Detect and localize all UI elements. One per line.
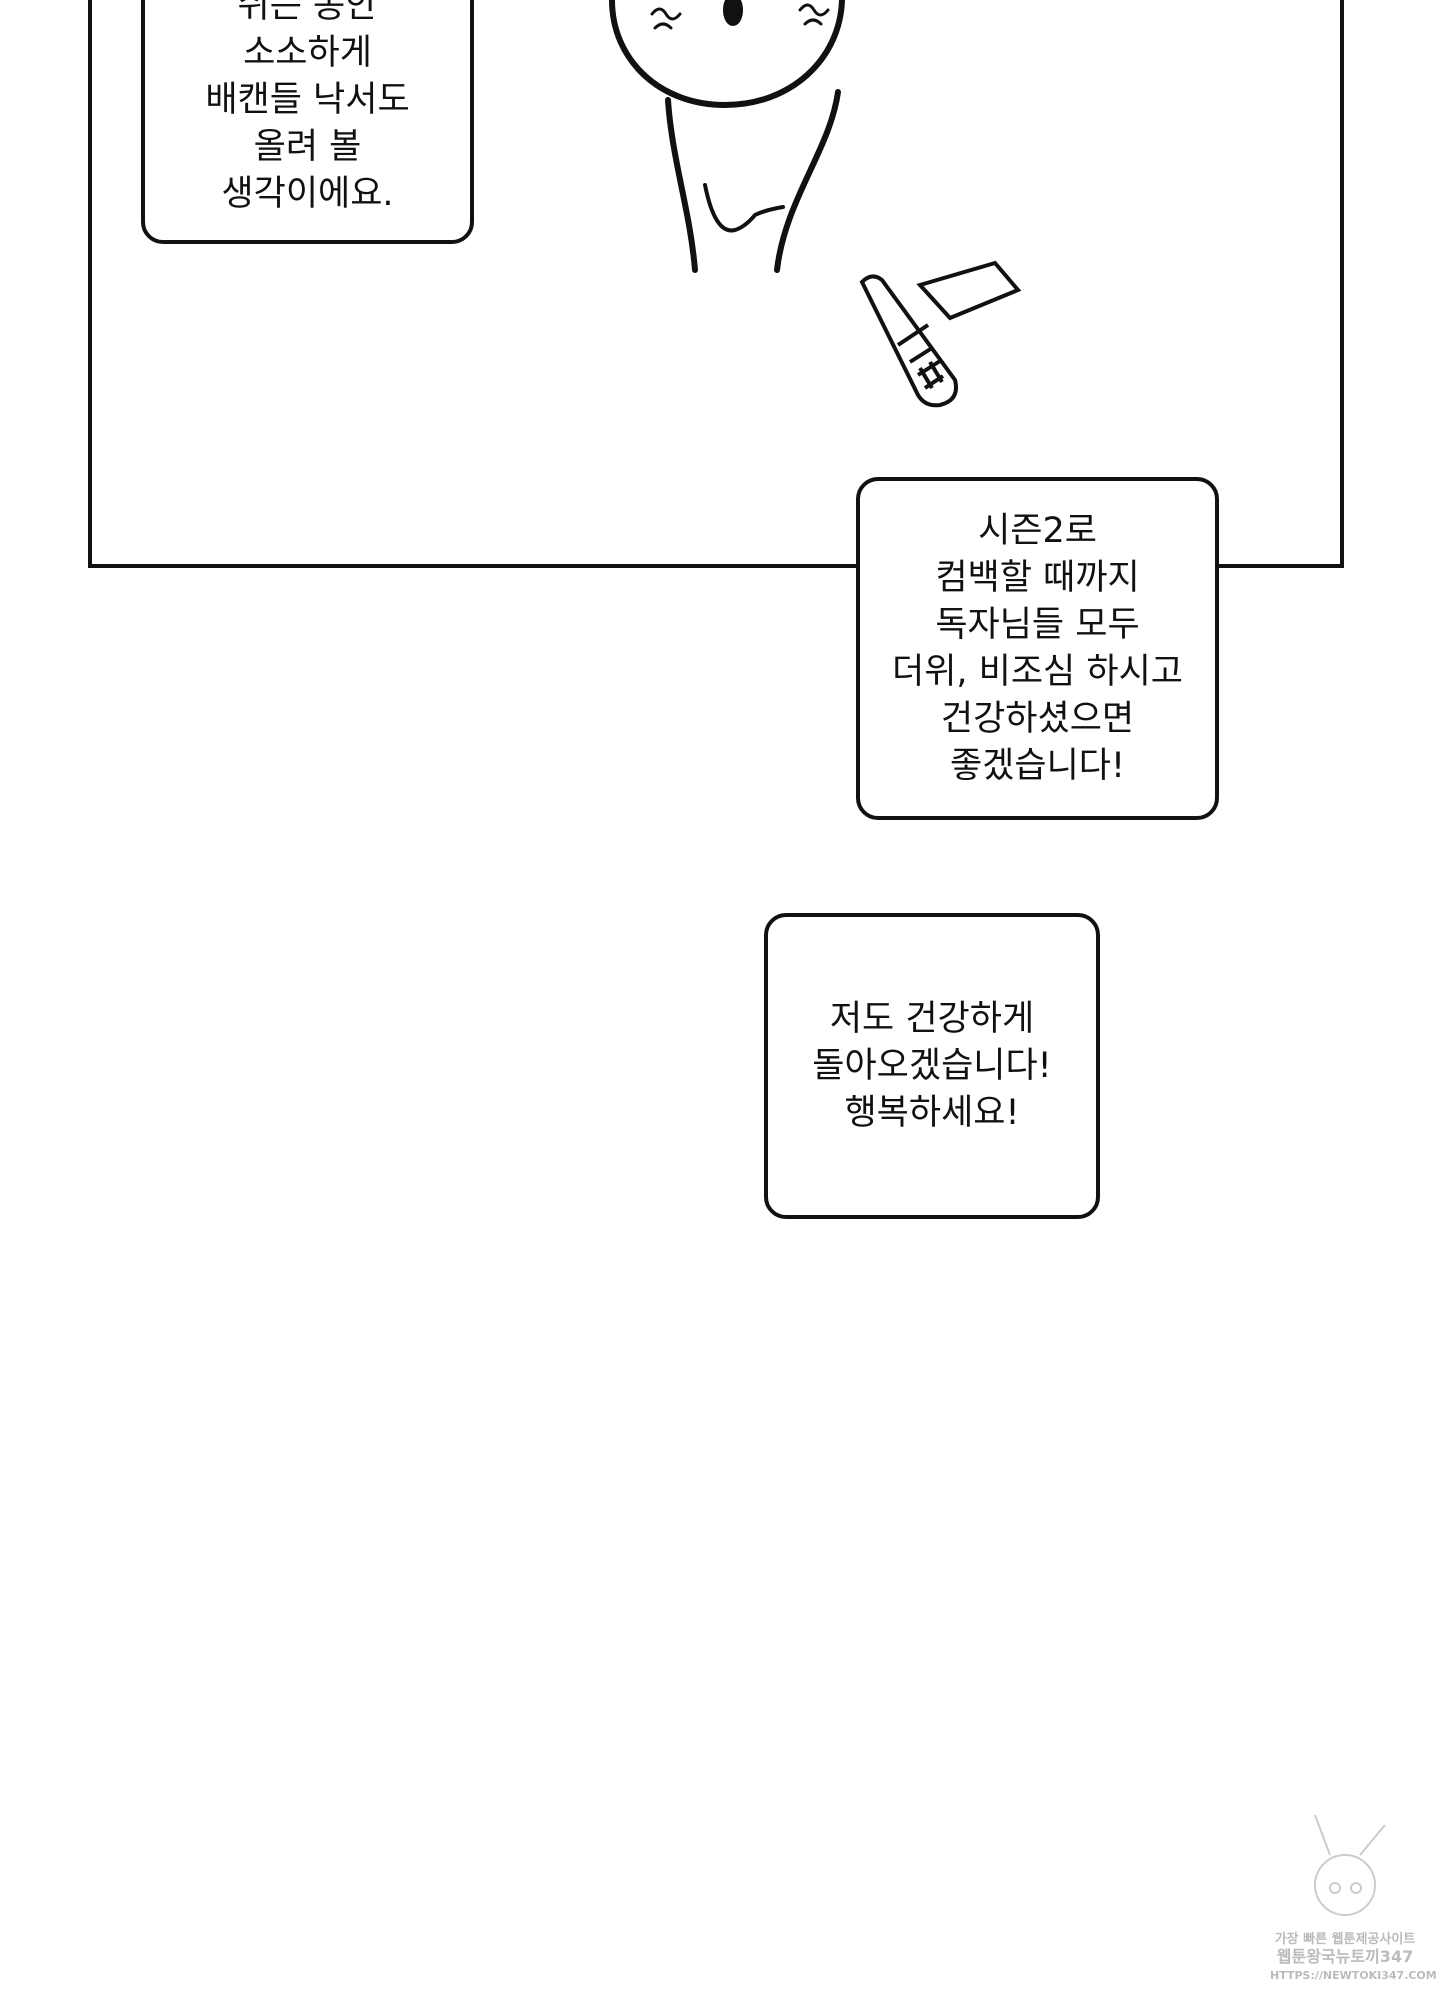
bubble-text-line: 더위, 비조심 하시고 (892, 651, 1183, 692)
bubble-text-line: 독자님들 모두 (935, 604, 1140, 645)
bubble-text-line: 소소하게 (243, 33, 372, 73)
paper-note (916, 260, 1022, 321)
bubble-text-line: 생각이에요. (221, 174, 394, 214)
watermark-text: 가장 빠른 웹툰제공사이트 (1274, 1932, 1416, 1947)
bubble-text-line: 행복하세요! (844, 1092, 1020, 1133)
character-head (609, 0, 845, 109)
comic-panel-frame (88, 0, 1344, 568)
watermark: 가장 빠른 웹툰제공사이트 웹툰왕국뉴토끼347 HTTPS://NEWTOKI… (1270, 1810, 1440, 2000)
bubble-text-line: 좋겠습니다! (949, 745, 1126, 786)
bubble-text-line: 올려 볼 (253, 127, 362, 167)
watermark-text: HTTPS://NEWTOKI347.COM (1270, 1969, 1437, 1982)
bubble-text-line: 건강하셨으면 (940, 698, 1135, 739)
bubble-text-line: 저도 건강하게 (829, 998, 1035, 1039)
speech-bubble-2: 시즌2로 컴백할 때까지 독자님들 모두 더위, 비조심 하시고 건강하셨으면 … (856, 477, 1219, 820)
bubble-text-line: 쉬는 동안 (237, 0, 378, 26)
watermark-mascot-icon (1314, 1814, 1386, 1916)
bubble-text-line: 배캔들 낙서도 (205, 80, 410, 120)
watermark-text: 웹툰왕국뉴토끼347 (1276, 1947, 1414, 1966)
speech-bubble-3: 저도 건강하게 돌아오겠습니다! 행복하세요! (764, 913, 1100, 1219)
marker-pen (859, 274, 958, 408)
bubble-text-line: 시즌2로 (978, 510, 1097, 551)
speech-bubble-1: 쉬는 동안 소소하게 배캔들 낙서도 올려 볼 생각이에요. (141, 0, 474, 244)
bubble-text-line: 돌아오겠습니다! (812, 1045, 1052, 1086)
character-body (665, 97, 698, 273)
bubble-text-line: 컴백할 때까지 (935, 557, 1140, 598)
